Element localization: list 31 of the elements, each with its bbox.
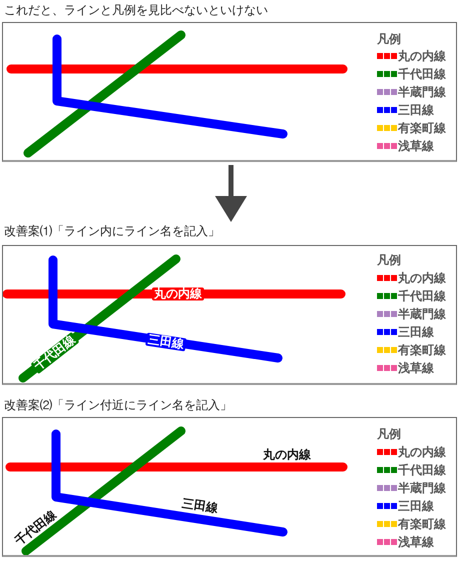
- legend-label: 有楽町線: [398, 343, 446, 357]
- legend-label: 半蔵門線: [398, 307, 446, 321]
- legend-label: 丸の内線: [398, 271, 446, 285]
- line-name-label: 千代田線: [13, 508, 59, 548]
- legend-label: 浅草線: [398, 361, 434, 375]
- panel-heading: 改善案⑴「ライン内にライン名を記入」: [4, 224, 220, 238]
- legend-label: 千代田線: [398, 463, 446, 477]
- line-name-label: 丸の内線: [152, 288, 204, 300]
- legend-label: 浅草線: [398, 139, 434, 153]
- legend-label: 丸の内線: [398, 445, 446, 459]
- line-name-label: 三田線: [181, 496, 219, 516]
- arrow: [215, 165, 247, 222]
- legend-label: 半蔵門線: [398, 481, 446, 495]
- panel-heading: これだと、ラインと凡例を見比べないといけない: [4, 3, 268, 17]
- panel-heading: 改善案⑵「ライン付近にライン名を記入」: [4, 398, 232, 412]
- legend-title: 凡例: [377, 32, 401, 46]
- legend-label: 有楽町線: [398, 121, 446, 135]
- legend-label: 千代田線: [398, 289, 446, 303]
- legend-label: 三田線: [398, 499, 434, 513]
- legend-label: 千代田線: [398, 67, 446, 81]
- legend-title: 凡例: [377, 427, 401, 441]
- line-name-label: 三田線: [145, 332, 187, 352]
- legend-title: 凡例: [377, 253, 401, 267]
- legend-label: 三田線: [398, 325, 434, 339]
- legend-label: 浅草線: [398, 535, 434, 549]
- legend-label: 半蔵門線: [398, 85, 446, 99]
- legend-label: 丸の内線: [398, 49, 446, 63]
- legend-label: 三田線: [398, 103, 434, 117]
- line-name-label: 丸の内線: [263, 448, 311, 462]
- line-name-label: 千代田線: [30, 332, 80, 374]
- legend-label: 有楽町線: [398, 517, 446, 531]
